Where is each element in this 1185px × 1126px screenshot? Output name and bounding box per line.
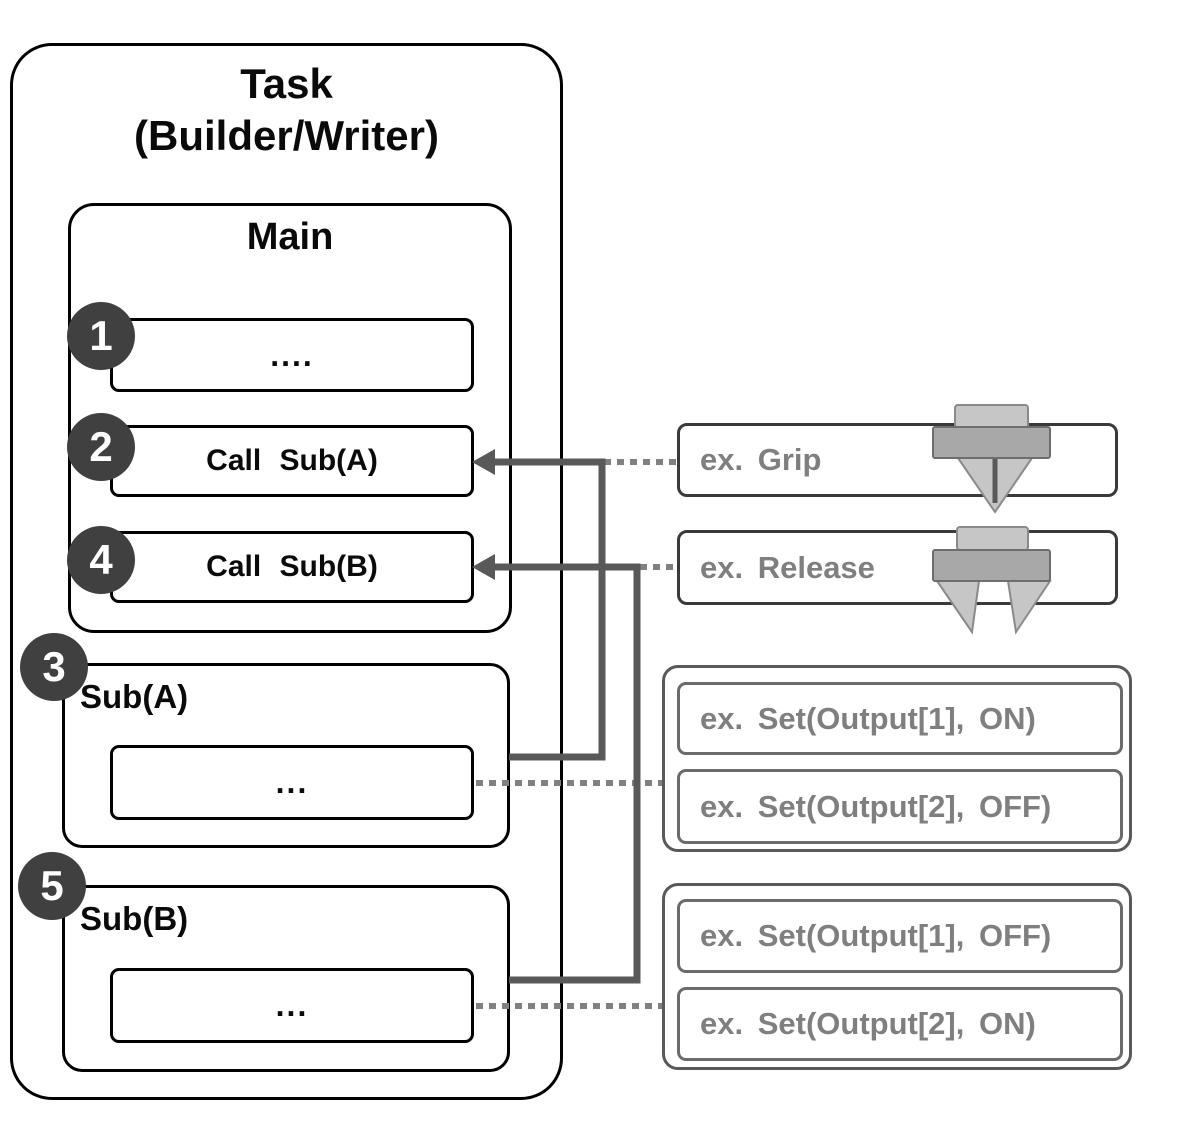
example-group-b: ex. Set(Output[1], OFF) ex. Set(Output[2…	[662, 883, 1132, 1070]
sub-a-title: Sub(A)	[80, 678, 189, 715]
example-set-b2-box: ex. Set(Output[2], ON)	[677, 987, 1123, 1061]
sub-a-body-label: ...	[275, 764, 309, 800]
badge-1: 1	[67, 302, 135, 370]
sub-a-body-box: ...	[110, 745, 474, 820]
sub-b-body-box: ...	[110, 968, 474, 1043]
step-4-box: Call Sub(B)	[110, 531, 474, 603]
step-2-label: Call Sub(A)	[206, 444, 378, 477]
example-grip-box: ex. Grip	[677, 423, 1118, 497]
example-set-a2-label: ex. Set(Output[2], OFF)	[700, 788, 1052, 824]
sub-b-body-label: ...	[275, 987, 309, 1023]
sub-b-title: Sub(B)	[80, 900, 189, 937]
step-1-label: ....	[270, 336, 314, 373]
example-set-a1-label: ex. Set(Output[1], ON)	[700, 700, 1036, 736]
task-title-line2: (Builder/Writer)	[134, 112, 439, 159]
badge-2: 2	[67, 413, 135, 481]
step-1-box: ....	[110, 318, 474, 392]
step-4-label: Call Sub(B)	[206, 550, 378, 583]
example-grip-label: ex. Grip	[700, 442, 822, 477]
example-release-label: ex. Release	[700, 549, 875, 585]
example-set-b1-box: ex. Set(Output[1], OFF)	[677, 899, 1123, 973]
badge-5: 5	[18, 852, 86, 920]
example-set-a2-box: ex. Set(Output[2], OFF)	[677, 769, 1123, 844]
task-title-line1: Task	[240, 60, 333, 107]
badge-3: 3	[20, 633, 88, 701]
example-set-b1-label: ex. Set(Output[1], OFF)	[700, 918, 1052, 953]
example-group-a: ex. Set(Output[1], ON) ex. Set(Output[2]…	[662, 665, 1132, 852]
example-set-b2-label: ex. Set(Output[2], ON)	[700, 1006, 1036, 1041]
badge-4: 4	[67, 526, 135, 594]
task-title: Task (Builder/Writer)	[10, 58, 563, 162]
step-2-box: Call Sub(A)	[110, 425, 474, 497]
main-title: Main	[246, 216, 334, 258]
example-release-box: ex. Release	[677, 530, 1118, 605]
example-set-a1-box: ex. Set(Output[1], ON)	[677, 682, 1123, 755]
